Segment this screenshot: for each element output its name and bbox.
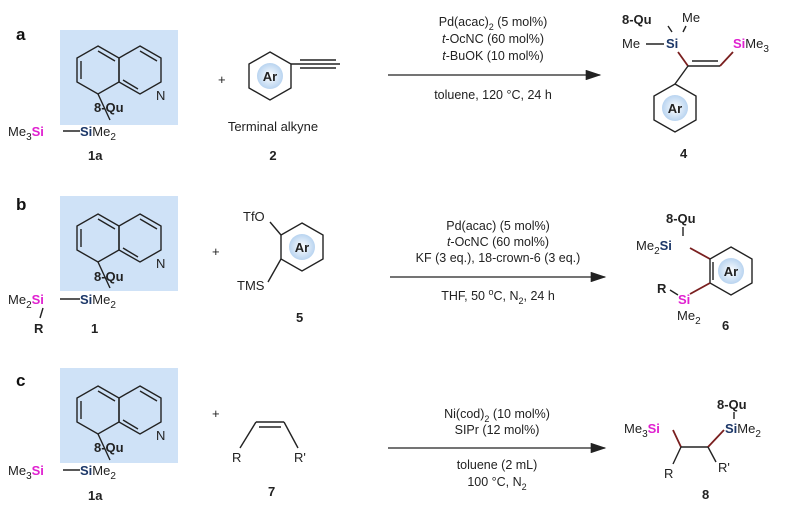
compound-id-1a: 1a [88, 148, 103, 163]
plus-sign: + [218, 72, 226, 87]
reagent-5-aryne-precursor: Ar TfO TMS 5 [237, 209, 324, 325]
bond-line [267, 258, 282, 283]
bond-line [674, 65, 689, 85]
panel-label-c: c [16, 371, 25, 390]
panel-c: c N 8-Qu Me3Si SiMe2 1a + R R' 7 Ni(cod)… [8, 368, 761, 503]
chem-label: R [657, 281, 667, 296]
chem-label: KF (3 eq.), 18-crown-6 (3 eq.) [416, 251, 581, 265]
bond-line [239, 421, 257, 449]
chem-label: N [156, 428, 165, 443]
panel-label-b: b [16, 195, 26, 214]
chem-label: t-BuOK (10 mol%) [442, 49, 543, 63]
reagent-7-alkene: R R' 7 [232, 421, 306, 499]
chem-label: Me2Si [8, 292, 44, 311]
reaction-conditions-b: Pd(acac) (5 mol%) t-OcNC (60 mol%) KF (3… [390, 219, 607, 306]
chem-label: Me2 [677, 308, 701, 327]
chem-label: R [664, 466, 673, 481]
chem-label: 8-Qu [94, 440, 124, 455]
panel-b: b N 8-Qu Me2Si SiMe2 R 1 + Ar TfO TMS 5 … [8, 195, 753, 336]
chem-label: toluene (2 mL) [457, 458, 538, 472]
compound-id-1: 1 [91, 321, 98, 336]
reagent-1a: N 8-Qu Me3Si SiMe2 1a [8, 30, 178, 163]
bond-line [719, 51, 734, 67]
chem-label: R [232, 450, 241, 465]
chem-label: Ar [668, 101, 682, 116]
reagent-1: N 8-Qu Me2Si SiMe2 R 1 [8, 196, 178, 336]
product-4: 8-Qu Me Me Si SiMe3 Ar 4 [622, 10, 769, 161]
bond-line [39, 307, 44, 319]
bond-line [689, 247, 711, 260]
aryl-label: Ar [263, 69, 277, 84]
chem-label: TfO [243, 209, 265, 224]
bond-line [269, 221, 282, 236]
chem-label: 1a [88, 488, 103, 503]
chem-label: Ni(cod)2 (10 mol%) [444, 407, 550, 424]
chem-label: Me2Si [636, 238, 672, 257]
bond-line [677, 51, 689, 67]
chem-label: SiMe2 [80, 292, 116, 311]
compound-id-5: 5 [296, 310, 303, 325]
bond-line [689, 282, 711, 295]
chem-label: SiMe2 [80, 463, 116, 482]
chem-label: SiMe2 [725, 421, 761, 440]
chem-label: + [212, 244, 220, 259]
chem-label: Pd(acac) (5 mol%) [446, 219, 550, 233]
chem-label: TMS [237, 278, 265, 293]
compound-id-8: 8 [702, 487, 709, 502]
dimethylsilyl-group: SiMe2 [80, 124, 116, 143]
chem-label: SiMe3 [733, 36, 769, 55]
panel-label-a: a [16, 25, 26, 44]
bond-line [672, 446, 682, 465]
reaction-conditions-a: Pd(acac)2 (5 mol%) t-OcNC (60 mol%) t-Bu… [388, 15, 602, 102]
compound-id-7: 7 [268, 484, 275, 499]
chem-label: Pd(acac)2 (5 mol%) [439, 15, 548, 32]
compound-id-2: 2 [269, 148, 276, 163]
chem-label: t-OcNC (60 mol%) [442, 32, 544, 46]
bond-line [707, 429, 725, 448]
chem-label: Si [666, 36, 678, 51]
chem-label: N [156, 256, 165, 271]
chem-label: R' [294, 450, 306, 465]
chem-label: Me [682, 10, 700, 25]
bond-line [682, 25, 687, 33]
chem-label: 8-Qu [622, 12, 652, 27]
chem-label: 8-Qu [717, 397, 747, 412]
chem-label: toluene, 120 °C, 24 h [434, 88, 552, 102]
bond-line [667, 25, 673, 33]
bond-line [669, 289, 679, 296]
reaction-conditions-c: Ni(cod)2 (10 mol%) SIPr (12 mol%) toluen… [388, 407, 607, 492]
chem-label: + [212, 406, 220, 421]
chem-label: Me3Si [8, 463, 44, 482]
8-qu-label: 8-Qu [94, 100, 124, 115]
nitrogen-atom: N [156, 88, 165, 103]
panel-a: a N 8-Qu Me3Si SiMe2 1a + Ar Terminal al… [8, 10, 769, 163]
chem-label: 8-Qu [94, 269, 124, 284]
chem-label: Ar [295, 240, 309, 255]
chem-label: SIPr (12 mol%) [455, 423, 540, 437]
chem-label: R [34, 321, 44, 336]
bond-line [283, 421, 299, 449]
chem-label: 8-Qu [666, 211, 696, 226]
chem-label: Ar [724, 264, 738, 279]
compound-id-4: 4 [680, 146, 688, 161]
chem-label: t-OcNC (60 mol%) [447, 235, 549, 249]
chem-label: R' [718, 460, 730, 475]
reagent-1a-c: N 8-Qu Me3Si SiMe2 1a [8, 368, 178, 503]
compound-id-6: 6 [722, 318, 729, 333]
reagent-2-terminal-alkyne: Ar Terminal alkyne 2 [228, 51, 340, 163]
chem-label: Me [622, 36, 640, 51]
chem-label: THF, 50 oC, N2, 24 h [441, 287, 555, 306]
chem-label: 100 °C, N2 [467, 475, 526, 492]
product-8: Me3Si 8-Qu SiMe2 R R' 8 [624, 397, 761, 502]
reagent-caption: Terminal alkyne [228, 119, 318, 134]
product-6: 8-Qu Me2Si Ar R Si Me2 6 [636, 211, 753, 333]
chem-label: Si [678, 292, 690, 307]
bond-line [707, 446, 717, 463]
chem-label: Me3Si [624, 421, 660, 440]
bond-line [672, 429, 682, 448]
trimethylsilyl-group: Me3Si [8, 124, 44, 143]
